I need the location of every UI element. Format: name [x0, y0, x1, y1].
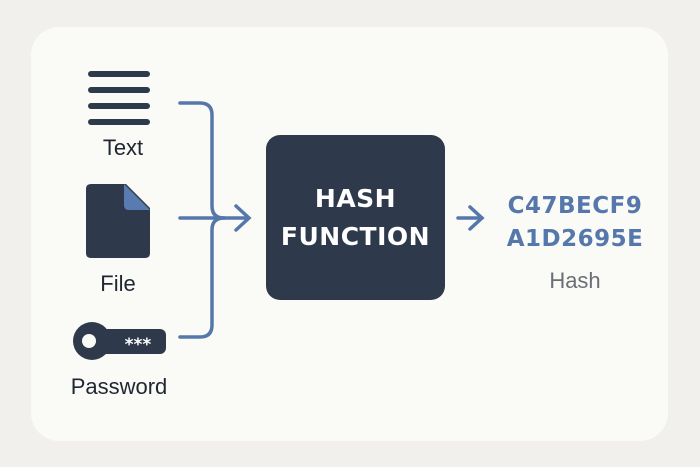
hash-function-title-line2: FUNCTION [280, 221, 431, 251]
input-connector-lines [178, 101, 252, 339]
hash-output-line2: A1D2695E [506, 226, 644, 252]
file-input-label: File [100, 271, 136, 296]
text-input-label: Text [102, 135, 144, 160]
key-icon [73, 322, 166, 360]
hash-output-caption: Hash [549, 268, 601, 293]
password-input-label: Password [70, 374, 168, 399]
output-arrow [456, 205, 485, 231]
document-icon [86, 184, 150, 258]
hash-function-title-line1: HASH [314, 183, 397, 213]
hash-function-box: HASH FUNCTION [266, 135, 445, 300]
hash-output-line1: C47BECF9 [507, 193, 643, 219]
text-lines-icon [88, 71, 150, 125]
password-mask: *** [125, 335, 152, 355]
